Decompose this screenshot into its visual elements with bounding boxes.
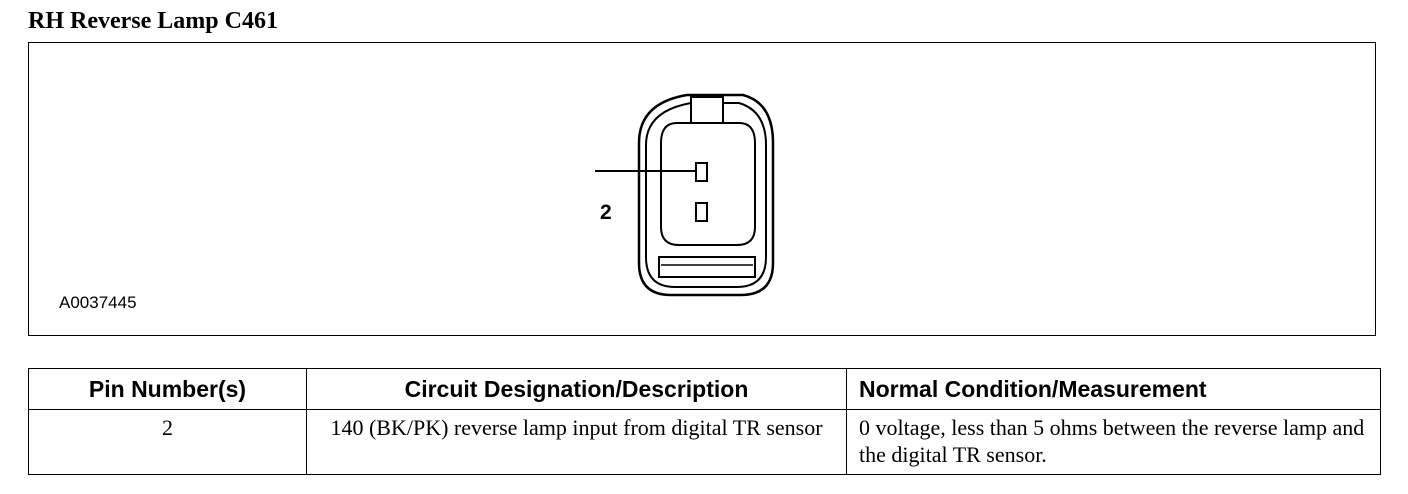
connector-inner-shell bbox=[645, 102, 767, 288]
table-row: 2 140 (BK/PK) reverse lamp input from di… bbox=[28, 409, 1381, 475]
connector-face-drawing bbox=[595, 93, 775, 297]
header-circuit-designation: Circuit Designation/Description bbox=[306, 368, 847, 410]
cell-pin: 2 bbox=[28, 409, 307, 475]
pin-2-terminal bbox=[695, 162, 708, 182]
pin-table: Pin Number(s) Circuit Designation/Descri… bbox=[28, 368, 1381, 475]
header-pin-numbers: Pin Number(s) bbox=[28, 368, 307, 410]
connector-lock-bar bbox=[658, 256, 756, 278]
figure-id: A0037445 bbox=[59, 293, 137, 312]
connector-outer-shell bbox=[637, 93, 775, 297]
pin-1-terminal bbox=[695, 202, 708, 222]
connector-latch-tab bbox=[690, 96, 724, 124]
header-normal-condition: Normal Condition/Measurement bbox=[846, 368, 1381, 410]
table-header-row: Pin Number(s) Circuit Designation/Descri… bbox=[28, 368, 1381, 410]
connector-diagram: 2 A0037445 bbox=[28, 42, 1376, 336]
cell-condition: 0 voltage, less than 5 ohms between the … bbox=[846, 409, 1381, 475]
page-title: RH Reverse Lamp C461 bbox=[28, 8, 278, 34]
connector-cavity bbox=[660, 122, 756, 246]
pin-callout-label: 2 bbox=[600, 201, 612, 224]
cell-circuit: 140 (BK/PK) reverse lamp input from digi… bbox=[306, 409, 847, 475]
